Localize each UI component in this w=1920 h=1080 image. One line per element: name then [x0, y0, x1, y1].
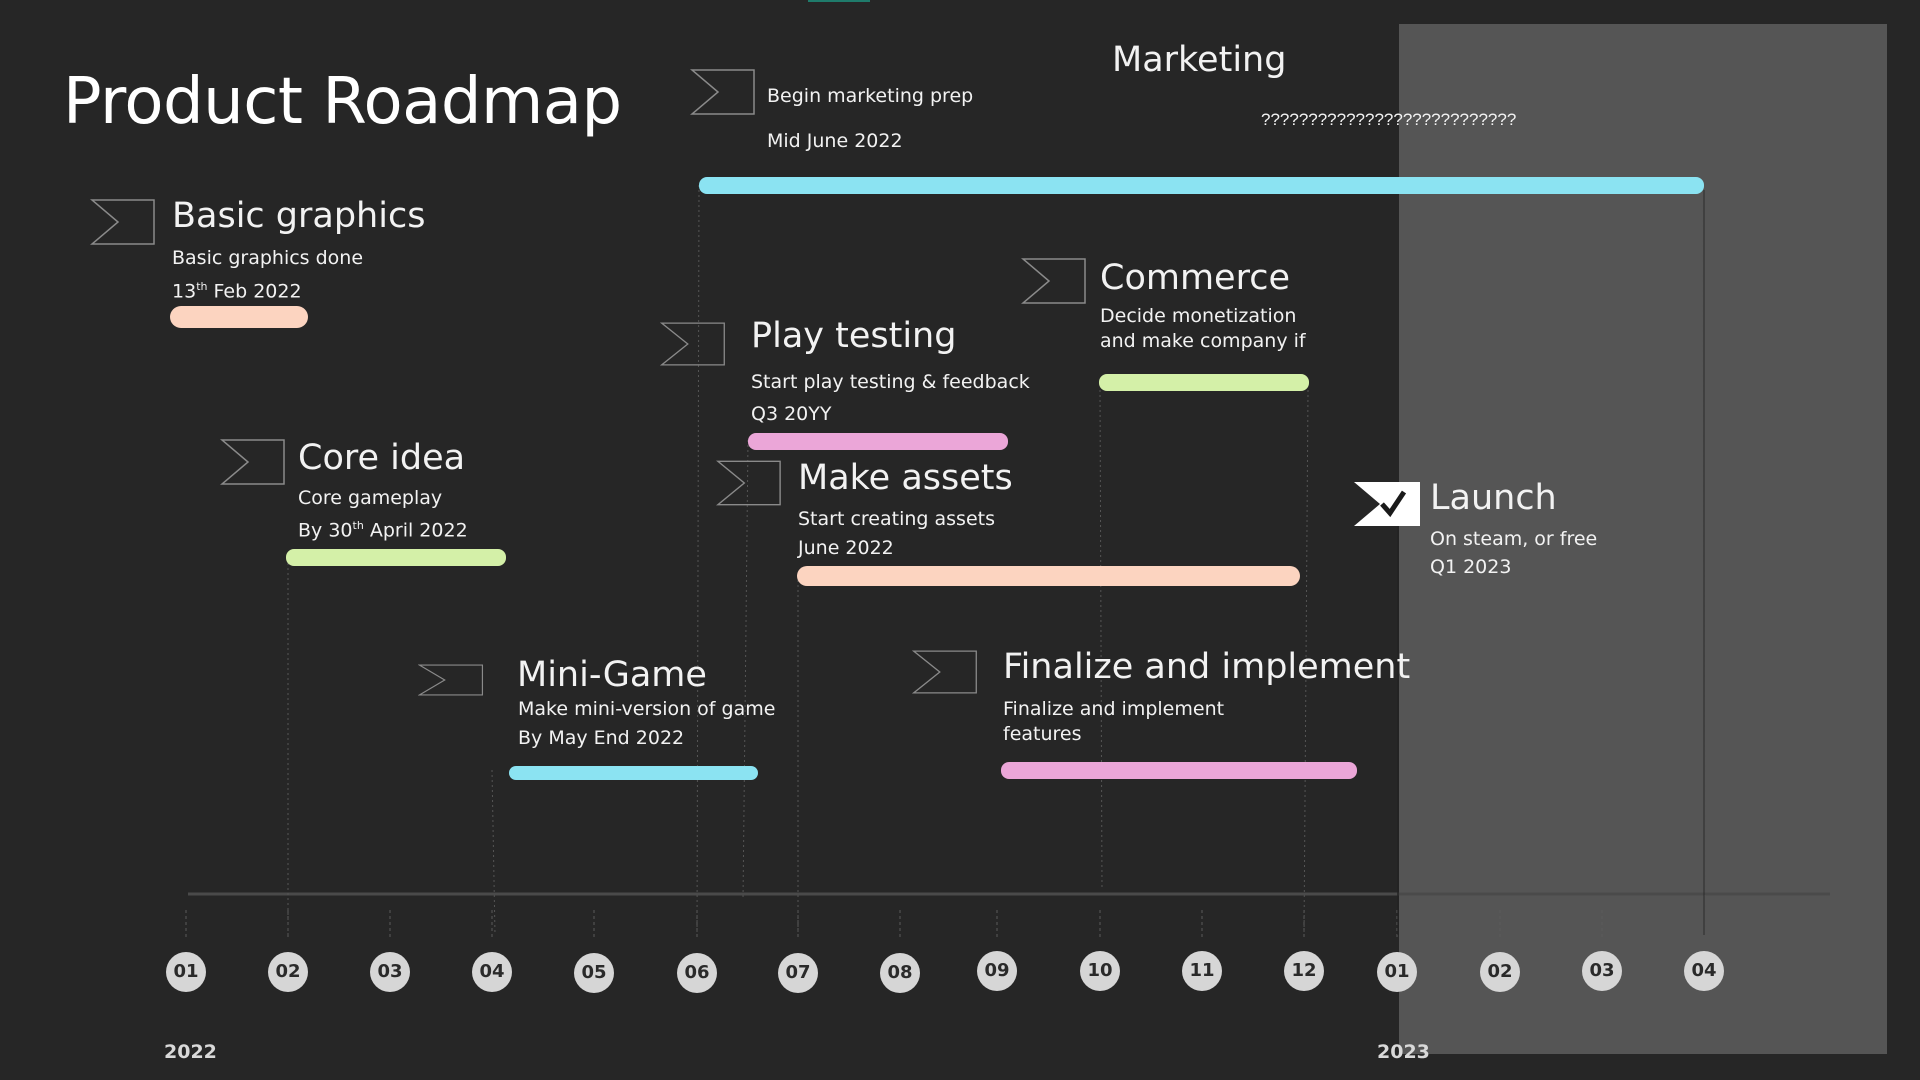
month-label: 09: [977, 951, 1017, 991]
month-label: 01: [1377, 952, 1417, 992]
core-idea-flag-icon: [220, 439, 285, 485]
commerce-title: Commerce: [1100, 258, 1290, 298]
finalize-bar: [1001, 762, 1357, 779]
month-label: 11: [1182, 951, 1222, 991]
basic-graphics-desc: Basic graphics done: [172, 247, 364, 269]
launch-desc: On steam, or free: [1430, 528, 1598, 550]
make-assets-date: June 2022: [798, 537, 894, 559]
commerce-line2: and make company if: [1100, 330, 1306, 352]
basic-graphics-title: Basic graphics: [172, 196, 426, 236]
core-idea-desc: Core gameplay: [298, 487, 443, 509]
month-label: 01: [166, 952, 206, 992]
month-label: 10: [1080, 951, 1120, 991]
month-label: 04: [1684, 951, 1724, 991]
month-label: 02: [268, 952, 308, 992]
month-label: 12: [1284, 951, 1324, 991]
finalize-line1: Finalize and implement: [1003, 698, 1225, 720]
marketing-bar: [699, 177, 1704, 194]
finalize-line2: features: [1003, 723, 1082, 745]
play-testing-flag-icon: [660, 322, 725, 366]
play-testing-date: Q3 20YY: [751, 403, 832, 425]
launch-title: Launch: [1430, 478, 1557, 518]
basic-graphics-flag-icon: [90, 199, 155, 245]
play-testing-desc: Start play testing & feedback: [751, 371, 1030, 393]
launch-date: Q1 2023: [1430, 556, 1512, 578]
month-label: 08: [880, 953, 920, 993]
month-label: 07: [778, 953, 818, 993]
month-label: 03: [370, 952, 410, 992]
year-label-start: 2022: [164, 1041, 217, 1063]
marketing-flag-icon: [690, 69, 755, 115]
mini-game-flag-icon: [418, 664, 484, 696]
year-label-end: 2023: [1377, 1041, 1430, 1063]
commerce-line1: Decide monetization: [1100, 305, 1297, 327]
commerce-flag-icon: [1021, 258, 1086, 304]
play-testing-title: Play testing: [751, 316, 957, 356]
make-assets-bar: [797, 566, 1300, 586]
marketing-note: ???????????????????????????: [1261, 110, 1517, 129]
mini-game-title: Mini-Game: [517, 655, 707, 695]
marketing-prep-date: Mid June 2022: [767, 130, 903, 152]
mini-game-desc: Make mini-version of game: [518, 698, 776, 720]
make-assets-flag-icon: [716, 460, 781, 506]
marketing-prep-title: Begin marketing prep: [767, 85, 974, 107]
basic-graphics-bar: [170, 306, 308, 328]
commerce-bar: [1099, 374, 1309, 391]
month-label: 02: [1480, 952, 1520, 992]
make-assets-title: Make assets: [798, 458, 1013, 498]
mini-game-date: By May End 2022: [518, 727, 685, 749]
launch-check-flag-icon: [1354, 482, 1420, 526]
page-title: Product Roadmap: [63, 65, 622, 139]
month-ticks: [185, 910, 1603, 940]
marketing-heading: Marketing: [1112, 40, 1287, 80]
make-assets-desc: Start creating assets: [798, 508, 995, 530]
basic-graphics-date: 13th Feb 2022: [172, 280, 302, 303]
month-label: 06: [677, 953, 717, 993]
finalize-title: Finalize and implement: [1003, 647, 1411, 687]
month-label: 04: [472, 952, 512, 992]
mini-game-bar: [509, 766, 758, 780]
core-idea-bar: [286, 549, 506, 566]
play-testing-bar: [748, 433, 1008, 450]
future-period-shade: [1399, 24, 1887, 1054]
core-idea-title: Core idea: [298, 438, 466, 478]
month-label: 03: [1582, 951, 1622, 991]
month-label: 05: [574, 953, 614, 993]
top-accent-line: [808, 0, 870, 2]
finalize-flag-icon: [912, 650, 977, 694]
core-idea-date: By 30th April 2022: [298, 519, 468, 542]
